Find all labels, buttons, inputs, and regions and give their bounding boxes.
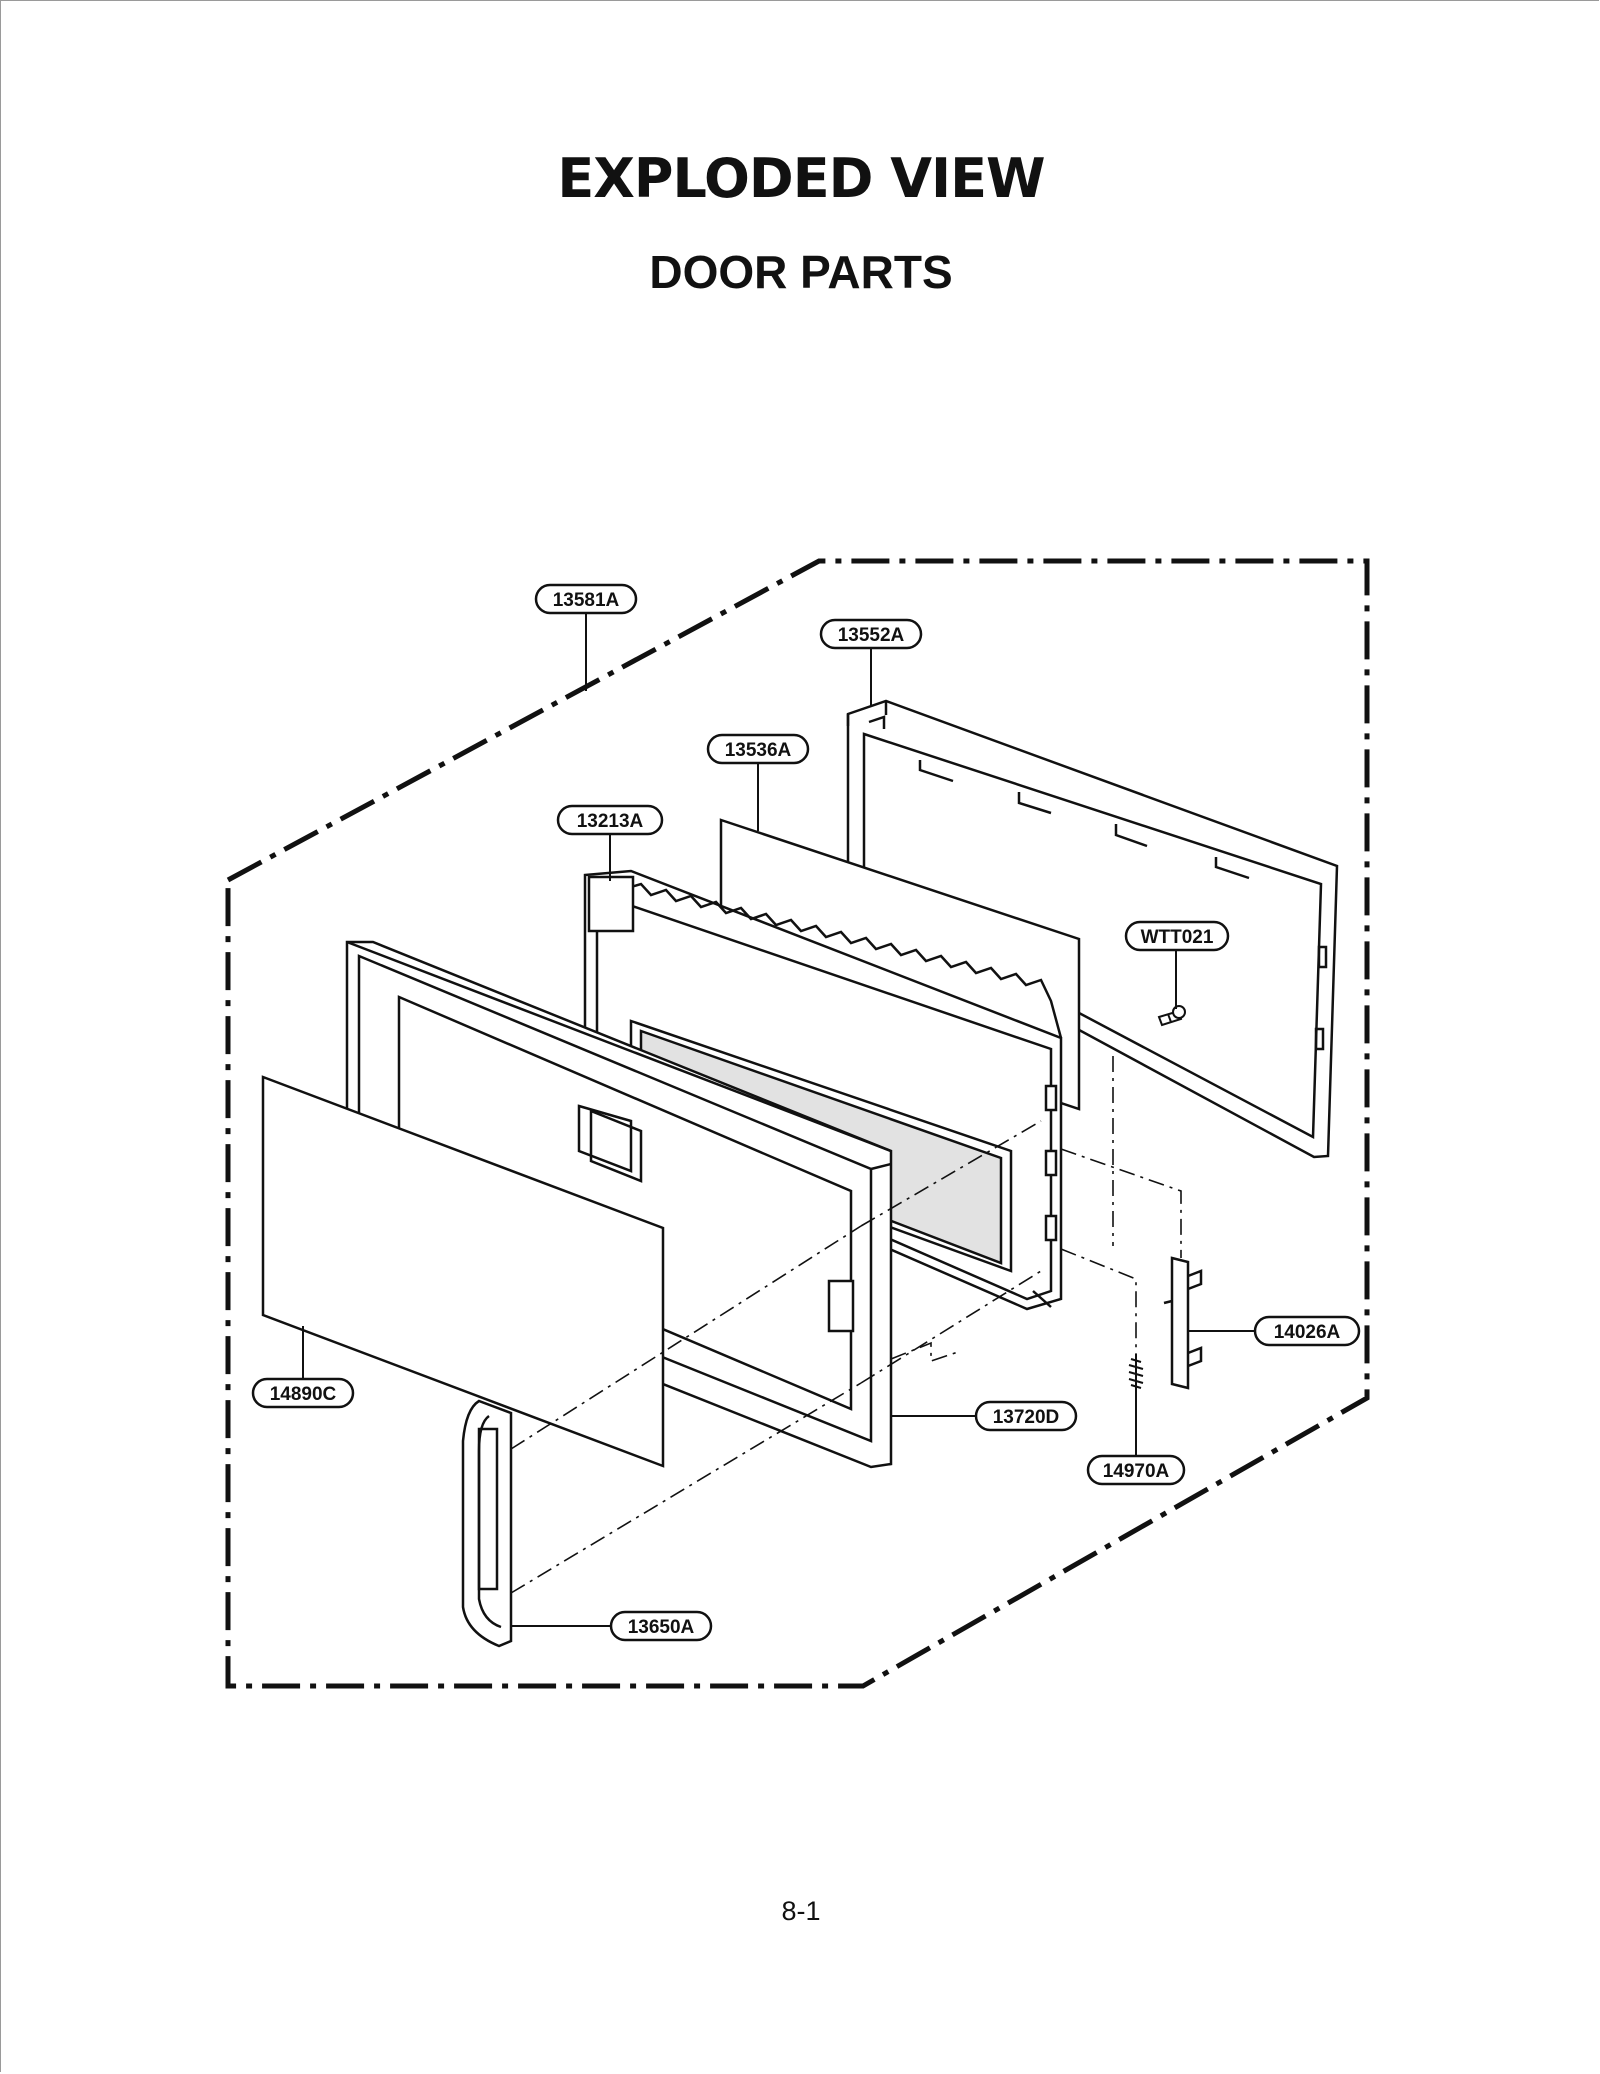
callout-label-13650A: 13650A bbox=[628, 1617, 695, 1638]
page-subtitle: DOOR PARTS bbox=[649, 246, 953, 298]
callout-14890C: 14890C bbox=[251, 1377, 355, 1409]
assembly-boundary bbox=[225, 558, 1370, 1689]
part-14890C-front-panel bbox=[261, 1075, 665, 1468]
callout-13581A: 13581A bbox=[534, 583, 638, 615]
callout-14970A: 14970A bbox=[1086, 1454, 1186, 1486]
callout-13650A: 13650A bbox=[609, 1610, 713, 1642]
leader-lines bbox=[302, 611, 1255, 1627]
part-14970A-spring bbox=[1128, 1354, 1144, 1394]
callout-label-13581A: 13581A bbox=[553, 590, 620, 611]
callout-label-WTT021: WTT021 bbox=[1141, 927, 1214, 948]
part-13720D-door-frame bbox=[345, 940, 893, 1469]
callout-label-13536A: 13536A bbox=[725, 740, 792, 761]
assembly-guide-lines bbox=[510, 1056, 1182, 1594]
callout-13536A: 13536A bbox=[706, 733, 810, 765]
callout-label-14026A: 14026A bbox=[1274, 1322, 1341, 1343]
callout-13720D: 13720D bbox=[974, 1400, 1078, 1432]
callout-label-13552A: 13552A bbox=[838, 625, 905, 646]
callout-label-14890C: 14890C bbox=[270, 1384, 337, 1405]
callout-label-13213A: 13213A bbox=[577, 811, 644, 832]
page-title: EXPLODED VIEW bbox=[557, 147, 1045, 210]
page-number: 8-1 bbox=[781, 1896, 821, 1926]
callout-label-13720D: 13720D bbox=[993, 1407, 1060, 1428]
callout-label-14970A: 14970A bbox=[1103, 1461, 1170, 1482]
part-14026A-latch bbox=[1163, 1256, 1203, 1390]
part-WTT021-screw bbox=[1157, 1005, 1186, 1027]
callout-13552A: 13552A bbox=[819, 618, 923, 650]
callout-13213A: 13213A bbox=[556, 804, 664, 836]
callout-WTT021: WTT021 bbox=[1124, 920, 1230, 952]
part-13650A-handle bbox=[461, 1399, 513, 1648]
callout-14026A: 14026A bbox=[1253, 1315, 1361, 1347]
